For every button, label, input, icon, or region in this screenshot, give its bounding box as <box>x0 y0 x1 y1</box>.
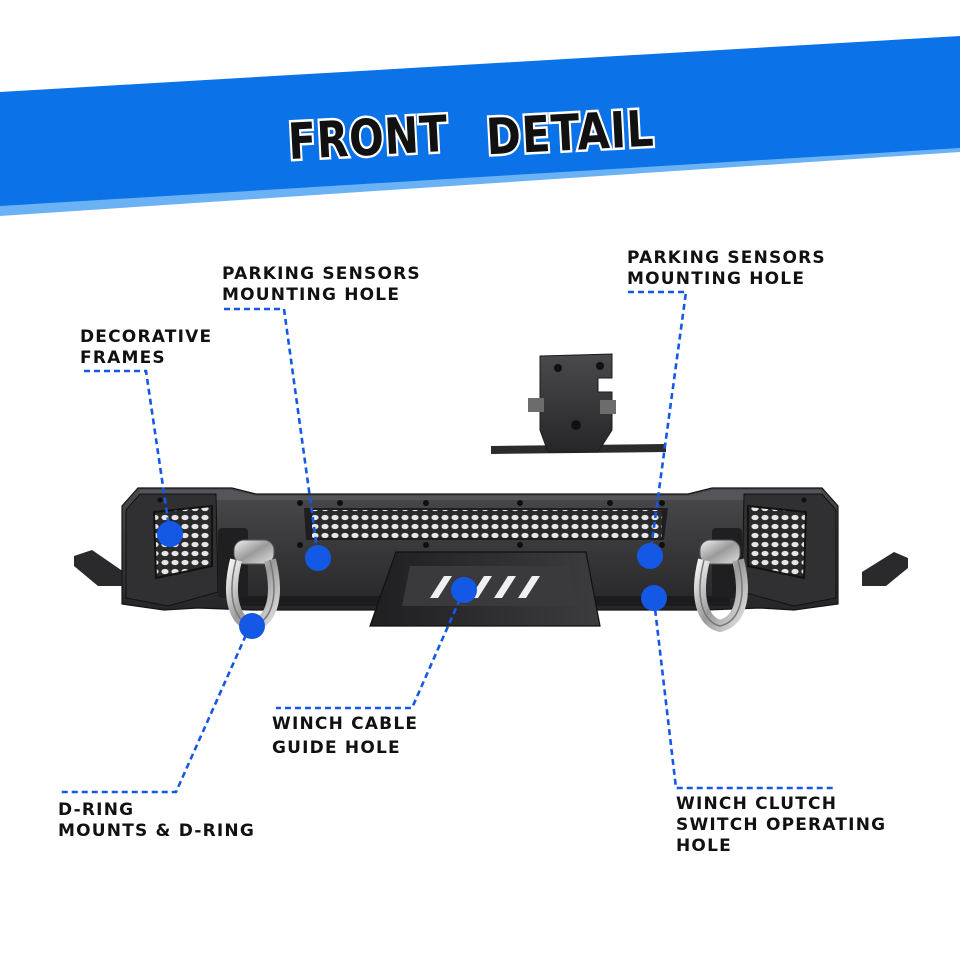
label-decorative-frames: DECORATIVE FRAMES <box>80 327 212 369</box>
marker-parking-sensors-right <box>637 543 663 569</box>
label-line: MOUNTING HOLE <box>627 269 806 289</box>
label-parking-sensors-left: PARKING SENSORS MOUNTING HOLE <box>222 264 421 306</box>
label-parking-sensors-right: PARKING SENSORS MOUNTING HOLE <box>627 248 826 290</box>
leader-winch-clutch <box>652 599 836 790</box>
leader-decorative-frames <box>84 369 172 535</box>
label-line: WINCH CLUTCH <box>676 794 838 814</box>
leader-winch-cable-guide <box>276 589 466 710</box>
label-line: GUIDE HOLE <box>272 738 401 758</box>
callout-markers <box>157 521 667 639</box>
marker-d-ring-mounts <box>239 613 265 639</box>
label-line: MOUNTING HOLE <box>222 285 401 305</box>
leader-lines <box>58 290 836 794</box>
marker-winch-cable-guide <box>451 577 477 603</box>
label-winch-cable-guide: WINCH CABLE GUIDE HOLE <box>272 712 418 760</box>
label-line: PARKING SENSORS <box>222 264 421 284</box>
label-line: PARKING SENSORS <box>627 248 826 268</box>
label-line: SWITCH OPERATING <box>676 815 887 835</box>
label-line: D-RING <box>58 800 135 820</box>
bumper-assembly <box>74 487 908 633</box>
banner-title-word-1: FRONT <box>287 105 450 171</box>
leader-parking-sensors-right <box>628 290 688 557</box>
label-line: DECORATIVE <box>80 327 213 347</box>
label-line: WINCH CABLE <box>272 714 419 734</box>
banner-band <box>0 36 960 206</box>
leader-parking-sensors-left <box>224 307 320 557</box>
banner-title-word-2: DETAIL <box>485 100 656 167</box>
marker-parking-sensors-left <box>305 545 331 571</box>
banner-title: FRONT DETAIL <box>284 97 658 174</box>
marker-winch-clutch <box>641 585 667 611</box>
label-winch-clutch-switch: WINCH CLUTCH SWITCH OPERATING HOLE <box>676 794 886 857</box>
header-banner: FRONT DETAIL <box>0 36 960 216</box>
right-mount-bracket <box>862 552 908 586</box>
left-mount-bracket <box>74 550 124 586</box>
right-d-ring <box>694 539 748 633</box>
leader-d-ring-mounts <box>58 625 252 794</box>
label-line: HOLE <box>676 836 732 856</box>
label-line: FRAMES <box>80 348 166 368</box>
marker-decorative-frames <box>157 521 183 547</box>
label-line: MOUNTS & D-RING <box>58 821 255 841</box>
winch-mount-bracket <box>491 353 666 454</box>
label-d-ring-mounts: D-RING MOUNTS & D-RING <box>58 800 255 842</box>
